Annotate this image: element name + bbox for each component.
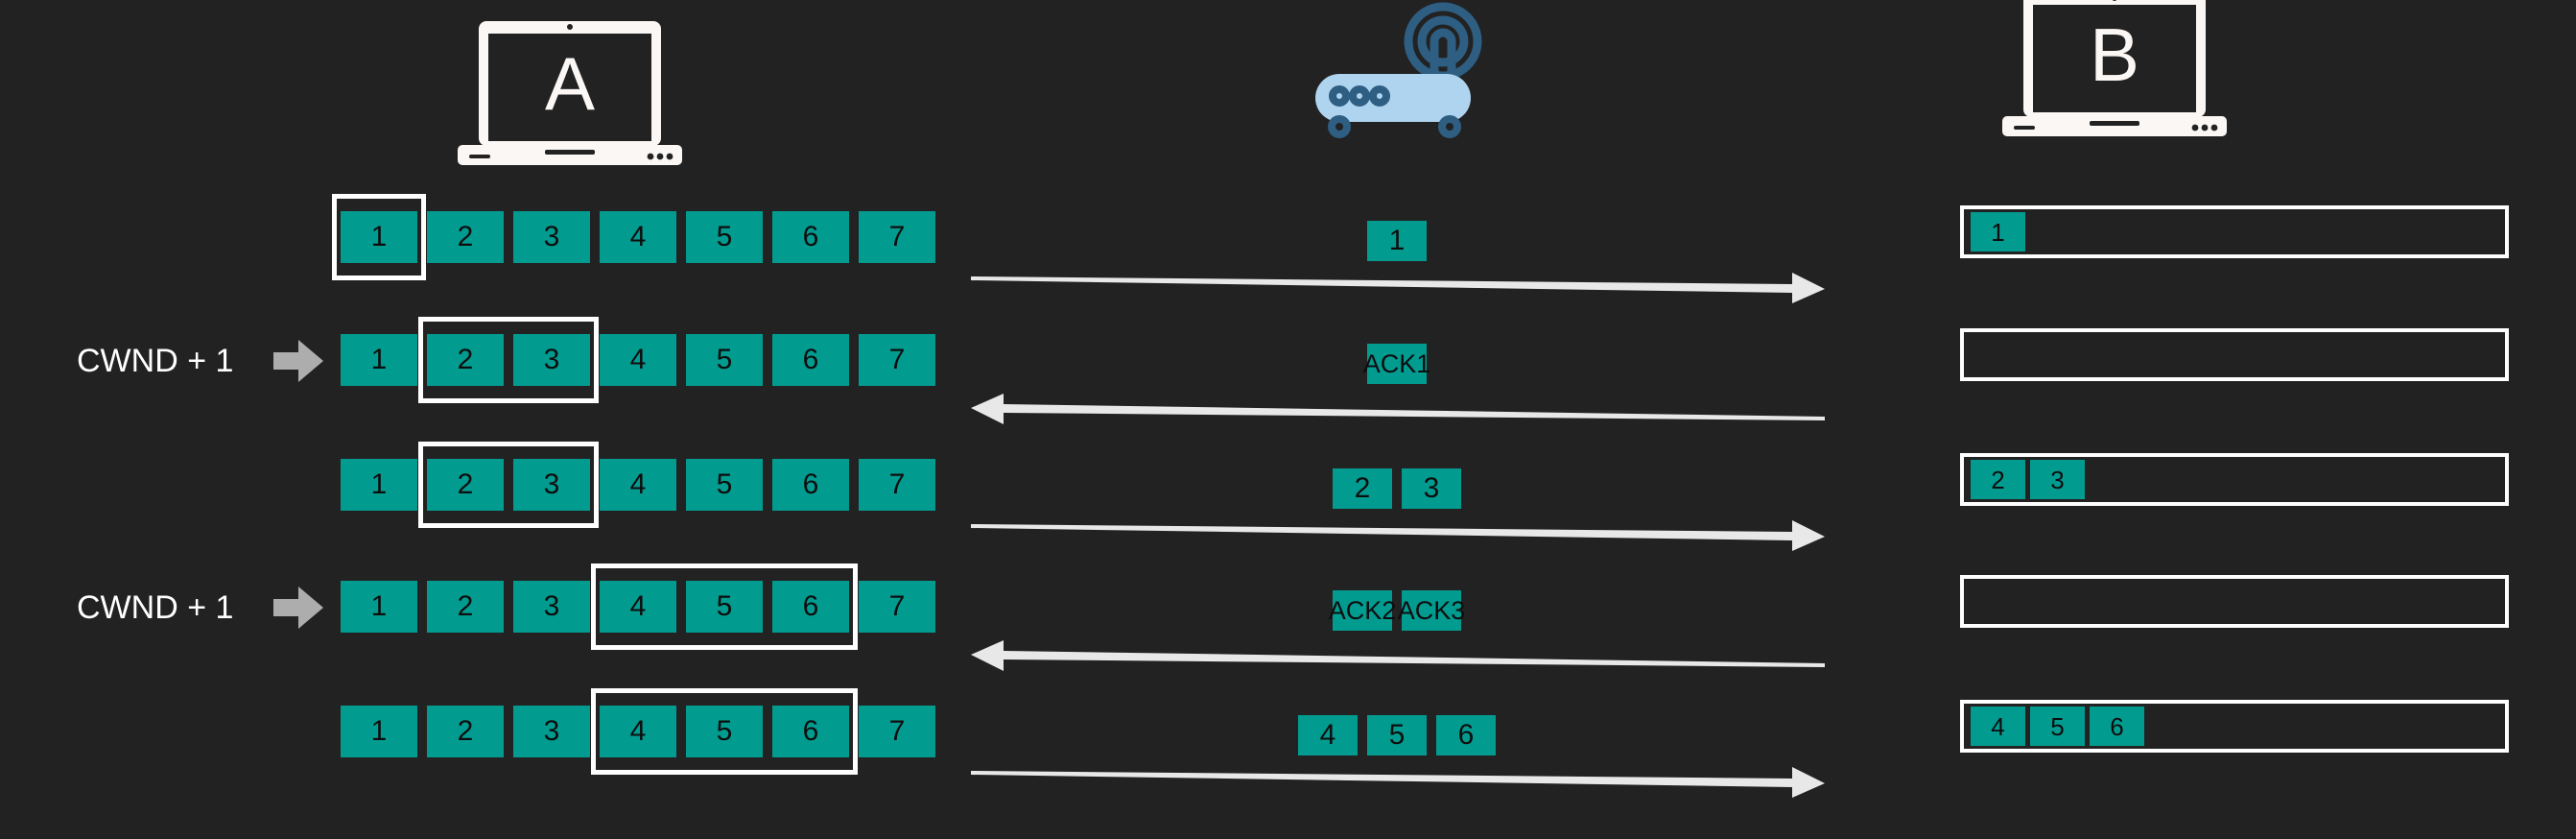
sender-packet-cell: 3: [513, 459, 590, 511]
sender-packet-cell: 3: [513, 211, 590, 263]
sender-packet-cell: 5: [686, 334, 763, 386]
sender-packet-cell: 6: [772, 459, 849, 511]
sender-packet-cell: 1: [341, 211, 417, 263]
sender-packet-cell: 7: [859, 459, 935, 511]
received-packet-cell: 4: [1971, 707, 2025, 746]
in-flight-packet-label: 5: [1367, 715, 1427, 755]
in-flight-packet-label: 1: [1367, 221, 1427, 261]
in-flight-packet-label: 6: [1436, 715, 1496, 755]
ack-arrow-left-icon: [971, 394, 1825, 431]
wireless-router-device: [1238, 0, 1516, 192]
received-packet-cell: 3: [2030, 460, 2085, 499]
received-packet-cell: 5: [2030, 707, 2085, 746]
laptop-a-letter: A: [544, 41, 596, 126]
sender-packet-cell: 4: [600, 581, 676, 633]
sender-packet-cell: 4: [600, 706, 676, 757]
sender-packet-cell: 3: [513, 706, 590, 757]
sender-packet-cell: 5: [686, 459, 763, 511]
sender-packet-cell: 5: [686, 581, 763, 633]
sender-packet-cell: 3: [513, 334, 590, 386]
received-packet-cell: 6: [2090, 707, 2144, 746]
sender-packet-cell: 7: [859, 581, 935, 633]
cwnd-arrow-icon: [273, 587, 323, 634]
sender-packet-cell: 1: [341, 459, 417, 511]
receiver-buffer: [1960, 328, 2509, 381]
laptop-b-letter: B: [2089, 12, 2140, 97]
sender-packet-cell: 6: [772, 581, 849, 633]
sender-packet-cell: 6: [772, 706, 849, 757]
sender-packet-cell: 2: [427, 706, 504, 757]
ack-arrow-left-icon: [971, 640, 1825, 678]
sender-packet-cell: 7: [859, 706, 935, 757]
laptop-b-device: B: [1997, 0, 2232, 142]
sender-packet-cell: 4: [600, 334, 676, 386]
laptop-icon: [2002, 0, 2227, 136]
sender-packet-cell: 6: [772, 211, 849, 263]
sender-packet-cell: 2: [427, 459, 504, 511]
receiver-buffer: [1960, 453, 2509, 506]
sender-packet-cell: 2: [427, 334, 504, 386]
cwnd-increment-label: CWND + 1: [77, 343, 234, 379]
in-flight-packet-label: ACK3: [1398, 590, 1465, 631]
in-flight-packet-label: 2: [1333, 468, 1392, 509]
sender-packet-cell: 1: [341, 581, 417, 633]
cwnd-increment-label: CWND + 1: [77, 589, 234, 626]
data-arrow-right-icon: [971, 765, 1825, 803]
sender-packet-cell: 5: [686, 706, 763, 757]
receiver-buffer: [1960, 700, 2509, 753]
sender-packet-cell: 2: [427, 211, 504, 263]
in-flight-packet-label: 4: [1298, 715, 1358, 755]
sender-packet-cell: 1: [341, 334, 417, 386]
laptop-a-device: A: [453, 17, 687, 171]
sender-packet-cell: 7: [859, 334, 935, 386]
in-flight-packet-label: ACK1: [1363, 344, 1430, 384]
receiver-buffer: [1960, 205, 2509, 258]
in-flight-packet-label: 3: [1402, 468, 1461, 509]
data-arrow-right-icon: [971, 518, 1825, 556]
sender-packet-cell: 2: [427, 581, 504, 633]
sender-packet-cell: 6: [772, 334, 849, 386]
laptop-icon: [458, 21, 682, 165]
receiver-buffer: [1960, 575, 2509, 628]
data-arrow-right-icon: [971, 271, 1825, 308]
cwnd-arrow-icon: [273, 340, 323, 387]
sender-packet-cell: 3: [513, 581, 590, 633]
sender-packet-cell: 7: [859, 211, 935, 263]
received-packet-cell: 2: [1971, 460, 2025, 499]
sender-packet-cell: 5: [686, 211, 763, 263]
in-flight-packet-label: ACK2: [1329, 590, 1396, 631]
wireless-router-icon: [1315, 2, 1482, 138]
sender-packet-cell: 1: [341, 706, 417, 757]
sender-packet-cell: 4: [600, 459, 676, 511]
sender-packet-cell: 4: [600, 211, 676, 263]
received-packet-cell: 1: [1971, 212, 2025, 252]
